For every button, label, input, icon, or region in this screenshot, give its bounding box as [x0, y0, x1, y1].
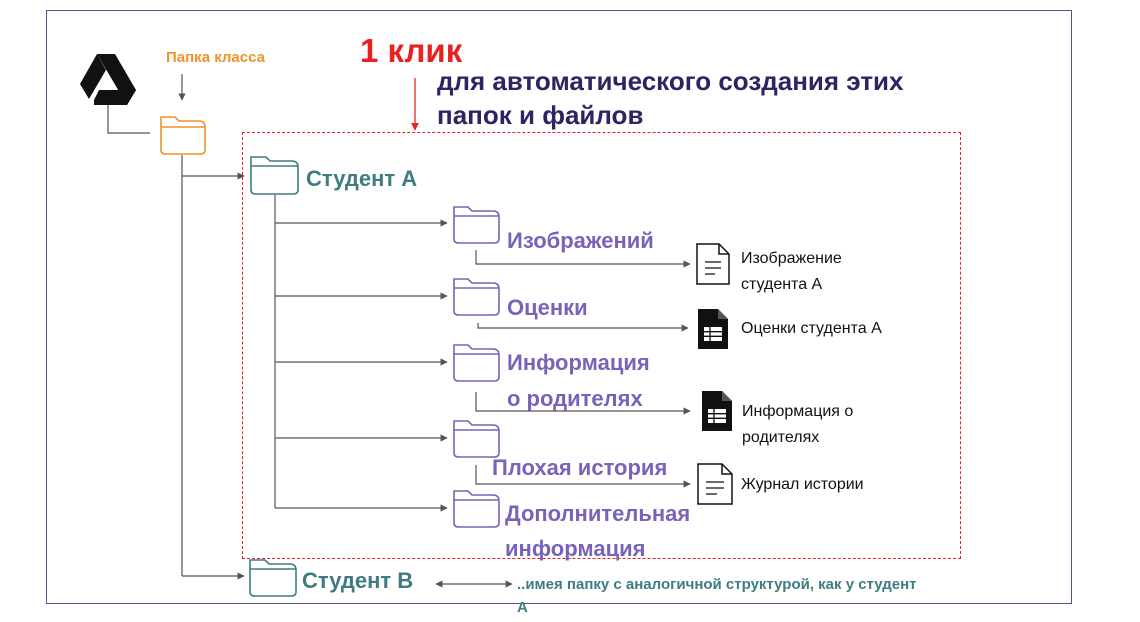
subfolder-4-label: Плохая история: [492, 455, 668, 480]
subfolder-1-label: Изображений: [507, 228, 654, 253]
subfolder-5-label-line-1: Дополнительная: [505, 501, 691, 526]
file-4-label: Журнал истории: [741, 476, 864, 493]
google-drive-icon: [80, 54, 136, 105]
file-3-label-line-1: Информация о: [742, 403, 854, 420]
subfolder-5-folder-icon: [453, 490, 500, 528]
subfolder-3-label-line-1: Информация: [507, 350, 650, 375]
arrow-file-1: [475, 250, 691, 268]
sheet-icon: [698, 309, 728, 349]
student-a-label: Студент А: [306, 166, 418, 191]
subfolder-2-label: Оценки: [507, 295, 588, 320]
sheet-icon: [702, 391, 732, 431]
file-3-label-line-2: родителях: [742, 429, 820, 446]
caption-line-1: для автоматического создания этих: [437, 66, 904, 96]
file-1-label-line-2: студента А: [741, 276, 823, 293]
arrow-file-4: [475, 465, 691, 488]
arrow-file-3: [475, 392, 691, 415]
student-b-note-line-1: ..имея папку с аналогичной структурой, к…: [517, 576, 917, 593]
subfolder-4-folder-icon: [453, 420, 500, 458]
doc-icon: [697, 463, 733, 505]
student-a-folder-icon: [250, 156, 299, 195]
student-b-folder-icon: [249, 559, 297, 597]
subfolder-3-folder-icon: [453, 344, 500, 382]
outer-frame: [46, 10, 1072, 604]
subfolder-1-folder-icon: [453, 206, 500, 244]
file-1-label-line-1: Изображение: [741, 250, 842, 267]
class-folder-label: Папка класса: [166, 49, 265, 66]
student-b-note-line-2: А: [517, 599, 528, 616]
auto-created-area: [242, 132, 961, 559]
subfolder-3-label-line-2: о родителях: [507, 386, 643, 411]
class-folder-icon: [160, 116, 206, 155]
arrow-file-2: [477, 323, 689, 332]
one-click-label: 1 клик: [360, 32, 463, 69]
doc-icon: [696, 243, 730, 285]
caption-line-2: папок и файлов: [437, 100, 644, 130]
file-2-label: Оценки студента А: [741, 320, 882, 337]
subfolder-5-label-line-2: информация: [505, 536, 646, 561]
line-drive-to-class: [107, 105, 150, 134]
student-b-label: Студент В: [302, 568, 414, 593]
subfolder-2-folder-icon: [453, 278, 500, 316]
